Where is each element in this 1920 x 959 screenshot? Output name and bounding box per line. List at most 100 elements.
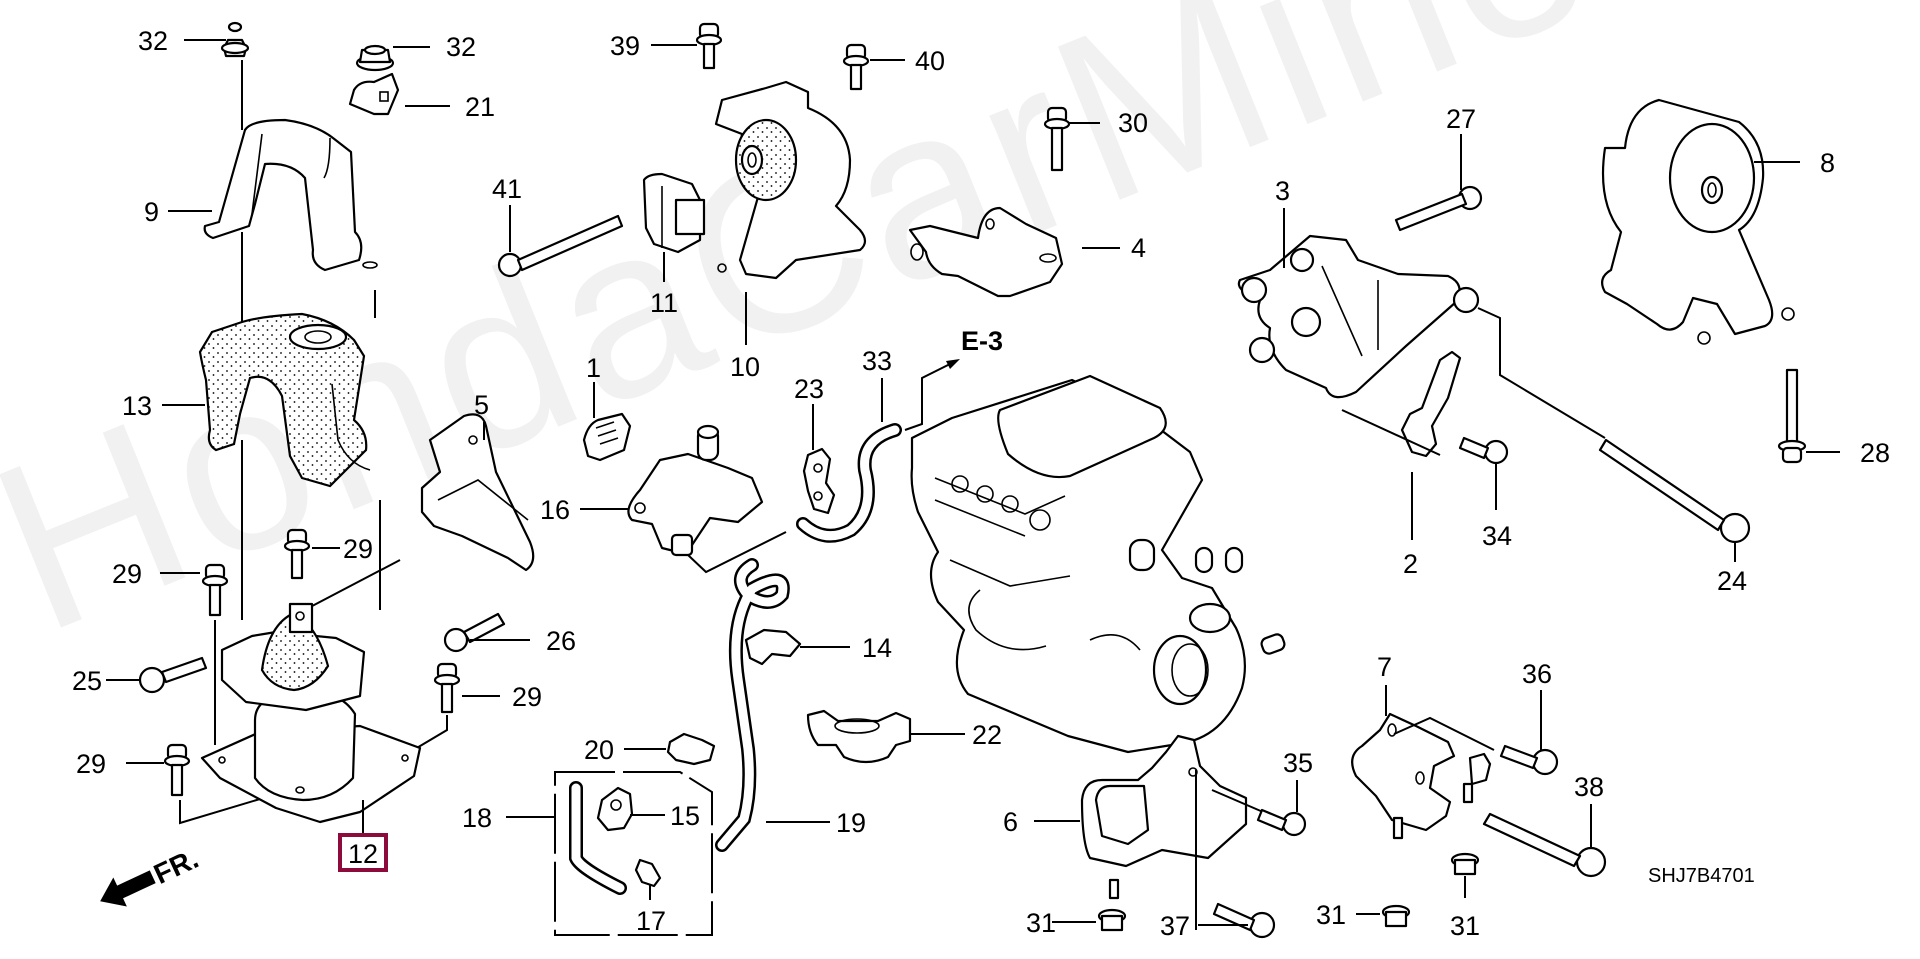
callout-22[interactable]: 22 xyxy=(972,720,1002,750)
part-29-bolt[interactable] xyxy=(433,662,461,714)
reference-e3[interactable]: E-3 xyxy=(961,326,1003,356)
callout-20[interactable]: 20 xyxy=(584,735,614,765)
callout-33[interactable]: 33 xyxy=(862,346,892,376)
callout-36[interactable]: 36 xyxy=(1522,659,1552,689)
callout-29[interactable]: 29 xyxy=(76,749,106,779)
part-32-nut-right[interactable] xyxy=(355,44,395,72)
callout-3[interactable]: 3 xyxy=(1275,176,1290,206)
part-16-solenoid-valve[interactable] xyxy=(627,424,764,557)
callout-35[interactable]: 35 xyxy=(1283,748,1313,778)
part-30-bolt[interactable] xyxy=(1043,106,1071,172)
callout-2[interactable]: 2 xyxy=(1403,549,1418,579)
part-35-bolt[interactable] xyxy=(1256,808,1307,837)
callout-4[interactable]: 4 xyxy=(1131,233,1146,263)
callout-12[interactable]: 12 xyxy=(348,839,378,869)
callout-29[interactable]: 29 xyxy=(343,534,373,564)
callout-15[interactable]: 15 xyxy=(670,801,700,831)
callout-29[interactable]: 29 xyxy=(112,559,142,589)
callout-16[interactable]: 16 xyxy=(540,495,570,525)
part-8-mount[interactable] xyxy=(1600,98,1795,345)
part-9-bracket[interactable] xyxy=(203,118,378,272)
callout-26[interactable]: 26 xyxy=(546,626,576,656)
part-17-hose[interactable] xyxy=(569,781,662,895)
part-11-sensor[interactable] xyxy=(642,172,706,254)
callout-10[interactable]: 10 xyxy=(730,352,760,382)
part-7-mount[interactable] xyxy=(1351,712,1492,840)
part-36-bolt[interactable] xyxy=(1499,744,1559,776)
callout-17[interactable]: 17 xyxy=(636,906,666,936)
part-29-bolt[interactable] xyxy=(283,528,311,580)
callout-6[interactable]: 6 xyxy=(1003,807,1018,837)
part-24-bolt[interactable] xyxy=(1598,438,1751,544)
callout-24[interactable]: 24 xyxy=(1717,566,1747,596)
callout-19[interactable]: 19 xyxy=(836,808,866,838)
part-14-clip[interactable] xyxy=(744,628,802,666)
callout-5[interactable]: 5 xyxy=(474,390,489,420)
callout-34[interactable]: 34 xyxy=(1482,521,1512,551)
callout-29[interactable]: 29 xyxy=(512,682,542,712)
part-37-bolt[interactable] xyxy=(1212,902,1276,939)
part-4-bracket[interactable] xyxy=(908,206,1064,298)
leader-16-link xyxy=(687,531,787,574)
callout-41[interactable]: 41 xyxy=(492,174,522,204)
part-25-bolt[interactable] xyxy=(138,656,208,694)
part-12-engine-mount[interactable] xyxy=(200,602,422,824)
callout-7[interactable]: 7 xyxy=(1377,652,1392,682)
part-28-bolt[interactable] xyxy=(1777,368,1807,464)
callout-9[interactable]: 9 xyxy=(144,197,159,227)
callout-8[interactable]: 8 xyxy=(1820,148,1835,178)
part-29-bolt[interactable] xyxy=(201,563,229,617)
callout-32[interactable]: 32 xyxy=(138,26,168,56)
callout-11[interactable]: 11 xyxy=(650,288,678,318)
part-27-bolt[interactable] xyxy=(1394,185,1483,232)
callout-14[interactable]: 14 xyxy=(862,633,892,663)
part-5-bracket[interactable] xyxy=(420,413,535,572)
part-23-clamp[interactable] xyxy=(802,447,836,515)
callout-28[interactable]: 28 xyxy=(1860,438,1890,468)
part-38-bolt[interactable] xyxy=(1482,812,1607,878)
callout-39[interactable]: 39 xyxy=(610,31,640,61)
callout-25[interactable]: 25 xyxy=(72,666,102,696)
callout-38[interactable]: 38 xyxy=(1574,772,1604,802)
callout-30[interactable]: 30 xyxy=(1118,108,1148,138)
part-34-bolt[interactable] xyxy=(1458,436,1509,465)
callout-1[interactable]: 1 xyxy=(586,353,601,383)
callout-31[interactable]: 31 xyxy=(1026,908,1056,938)
callout-27[interactable]: 27 xyxy=(1446,104,1476,134)
part-33-hose[interactable] xyxy=(796,423,902,543)
callout-40[interactable]: 40 xyxy=(915,46,945,76)
leader-29-link xyxy=(179,789,291,825)
part-26-bolt[interactable] xyxy=(443,612,506,653)
callout-18[interactable]: 18 xyxy=(462,803,492,833)
part-31-nut[interactable] xyxy=(1450,852,1480,876)
part-29-bolt[interactable] xyxy=(163,743,191,797)
part-13-bracket[interactable] xyxy=(198,312,371,488)
callout-37[interactable]: 37 xyxy=(1160,911,1190,941)
part-31-nut[interactable] xyxy=(1097,908,1127,932)
part-40-bolt[interactable] xyxy=(842,43,870,91)
leader-6-links xyxy=(1195,770,1271,930)
part-31-nut[interactable] xyxy=(1381,904,1411,928)
leader-7-link xyxy=(1393,716,1495,751)
part-32-nut-left[interactable] xyxy=(220,21,250,58)
part-41-bolt[interactable] xyxy=(497,214,624,278)
diagram-code: SHJ7B4701 xyxy=(1648,865,1755,887)
part-2-bracket[interactable] xyxy=(1400,350,1462,458)
callout-31[interactable]: 31 xyxy=(1316,900,1346,930)
part-15-clamp[interactable] xyxy=(596,786,634,832)
part-22-clamp[interactable] xyxy=(806,709,912,764)
callout-32[interactable]: 32 xyxy=(446,32,476,62)
callout-21[interactable]: 21 xyxy=(465,92,495,122)
part-39-bolt[interactable] xyxy=(695,22,723,70)
part-1-connector[interactable] xyxy=(582,412,632,462)
leader-3-link xyxy=(1477,307,1606,439)
part-3-bracket[interactable] xyxy=(1237,234,1480,399)
part-19-hose[interactable] xyxy=(715,558,790,852)
part-10-mount[interactable] xyxy=(714,80,867,280)
part-21-clip[interactable] xyxy=(348,72,400,116)
part-6-mount[interactable] xyxy=(1080,734,1248,900)
part-20-clip[interactable] xyxy=(666,732,716,766)
callout-13[interactable]: 13 xyxy=(122,391,152,421)
callout-23[interactable]: 23 xyxy=(794,374,824,404)
callout-31[interactable]: 31 xyxy=(1450,911,1480,941)
